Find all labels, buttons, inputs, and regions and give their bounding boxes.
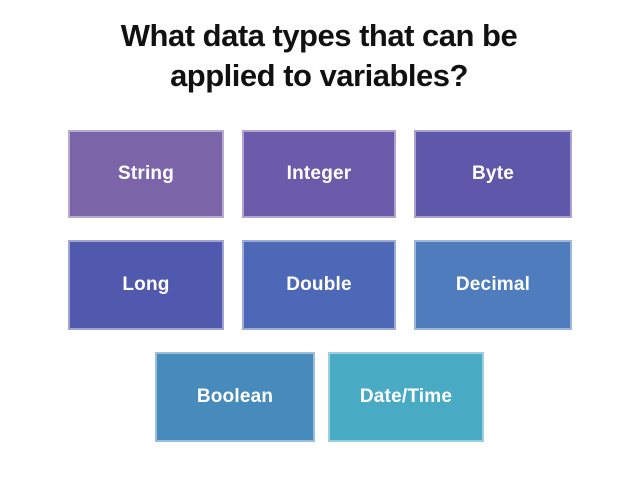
datatype-label-byte: Byte [472,163,514,184]
datatype-label-string: String [117,163,175,184]
datatype-label-decimal: Decimal [455,274,531,295]
datatype-box-string: String [68,130,224,218]
datatype-box-integer: Integer [242,130,396,218]
datatype-label-datetime: Date/Time [359,386,453,407]
datatype-box-boolean: Boolean [155,352,315,442]
datatype-box-byte: Byte [414,130,572,218]
slide-title-line2: applied to variables? [170,57,468,93]
datatype-label-long: Long [122,274,170,295]
datatype-box-decimal: Decimal [414,240,572,330]
datatype-label-integer: Integer [286,163,352,184]
slide-title: What data types that can be applied to v… [0,16,638,95]
datatype-box-long: Long [68,240,224,330]
datatype-box-datetime: Date/Time [328,352,484,442]
datatype-label-double: Double [286,274,352,295]
slide-title-line1: What data types that can be [120,18,518,53]
datatype-label-boolean: Boolean [196,386,274,407]
datatype-box-double: Double [242,240,396,330]
